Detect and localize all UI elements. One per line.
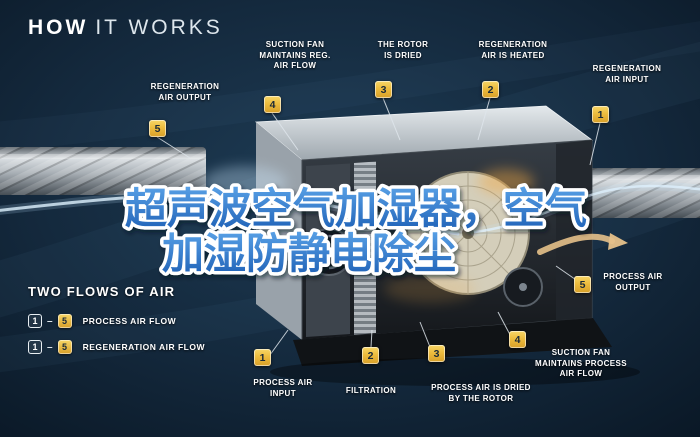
label-regeneration-air-heated: REGENERATION AIR IS HEATED: [478, 40, 548, 60]
duct-glow: [203, 166, 287, 198]
legend-row-regeneration: 1 – 5 REGENERATION AIR FLOW: [28, 340, 205, 354]
heater-glow: [478, 169, 534, 195]
unit-left-face: [256, 122, 302, 340]
dehumidifier-unit: [254, 105, 640, 386]
legend-dash: –: [47, 341, 53, 353]
interior-glow: [384, 275, 476, 303]
filter-panel: [354, 161, 376, 335]
legend-label-regeneration: REGENERATION AIR FLOW: [82, 342, 205, 352]
label-suction-fan-reg: SUCTION FAN MAINTAINS REG. AIR FLOW: [259, 40, 331, 71]
left-duct: [0, 147, 206, 195]
legend-badge-process-start: 1: [28, 314, 42, 328]
regeneration-fan: [503, 267, 543, 307]
badge-suction-regen-4: 4: [264, 96, 281, 113]
label-rotor-is-dried: THE ROTOR IS DRIED: [377, 40, 429, 60]
airflow-arrows: [0, 181, 700, 255]
label-regeneration-air-input: REGENERATION AIR INPUT: [592, 64, 662, 84]
desiccant-rotor: [406, 171, 530, 295]
legend-row-process: 1 – 5 PROCESS AIR FLOW: [28, 314, 205, 328]
badge-suction-process-4: 4: [509, 331, 526, 348]
right-inner-panel: [556, 140, 592, 321]
legend-badge-process-end: 5: [57, 314, 72, 328]
badge-regen-heated-2: 2: [482, 81, 499, 98]
label-process-air-input: PROCESS AIR INPUT: [253, 378, 313, 398]
legend: TWO FLOWS OF AIR 1 – 5 PROCESS AIR FLOW …: [28, 284, 205, 366]
badge-filtration-2: 2: [362, 347, 379, 364]
label-regeneration-air-output: REGENERATION AIR OUTPUT: [150, 82, 220, 102]
label-process-air-dried: PROCESS AIR IS DRIED BY THE ROTOR: [431, 383, 531, 403]
label-filtration: FILTRATION: [345, 386, 397, 395]
legend-badge-regen-end: 5: [57, 340, 72, 354]
badge-process-input-1: 1: [254, 349, 271, 366]
legend-dash: –: [47, 315, 53, 327]
badge-regen-output-5: 5: [149, 120, 166, 137]
badge-regen-input-1: 1: [592, 106, 609, 123]
process-fan: [305, 228, 353, 276]
legend-label-process: PROCESS AIR FLOW: [82, 316, 177, 326]
page-title: HOW IT WORKS: [28, 16, 223, 40]
label-process-air-output: PROCESS AIR OUTPUT: [603, 272, 663, 292]
callout-connectors: [156, 97, 601, 367]
legend-heading: TWO FLOWS OF AIR: [28, 284, 176, 299]
title-lead: HOW: [28, 16, 89, 39]
tan-arrow: [537, 233, 615, 255]
label-suction-fan-process: SUCTION FAN MAINTAINS PROCESS AIR FLOW: [535, 348, 627, 379]
legend-badge-regen-start: 1: [28, 340, 42, 354]
title-rest: IT WORKS: [95, 16, 223, 39]
badge-rotor-dried-3: 3: [375, 81, 392, 98]
badge-process-output-5: 5: [574, 276, 591, 293]
badge-process-dried-3: 3: [428, 345, 445, 362]
ground-shadow: [270, 358, 640, 386]
